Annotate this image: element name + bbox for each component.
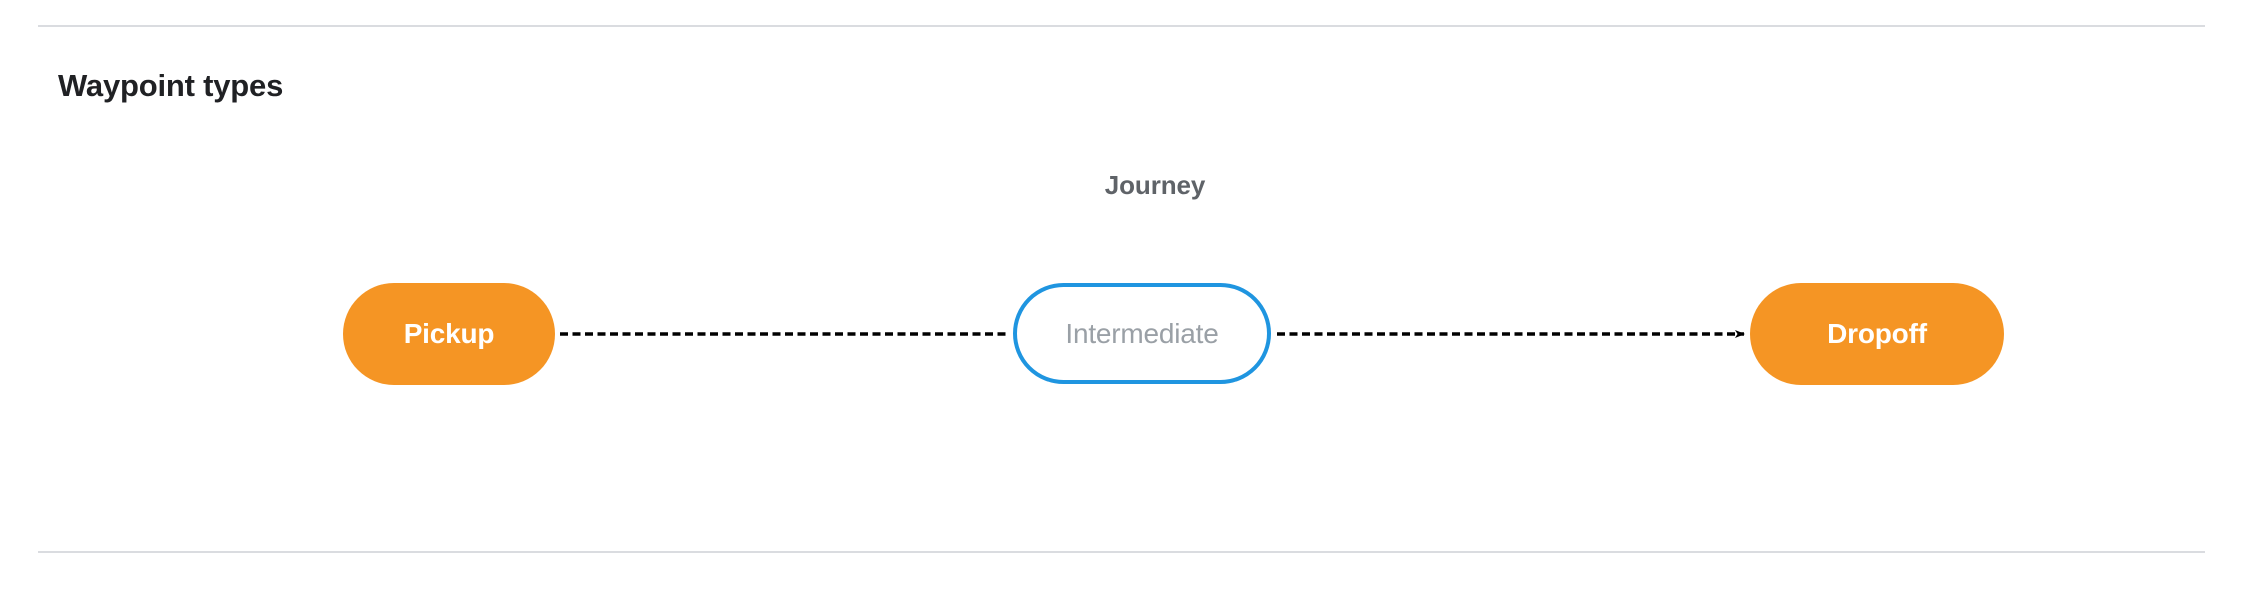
section-divider-bottom (38, 551, 2205, 553)
node-dropoff[interactable]: Dropoff (1750, 283, 2004, 385)
waypoint-flow-diagram: Journey Pickup Intermediate Dropoff (0, 150, 2245, 410)
page-title: Waypoint types (58, 68, 284, 103)
edge-layer (560, 330, 1745, 338)
journey-group-label: Journey (1104, 170, 1206, 200)
node-intermediate[interactable]: Intermediate (1013, 283, 1271, 384)
node-pickup[interactable]: Pickup (343, 283, 555, 385)
section-divider-top (38, 25, 2205, 27)
